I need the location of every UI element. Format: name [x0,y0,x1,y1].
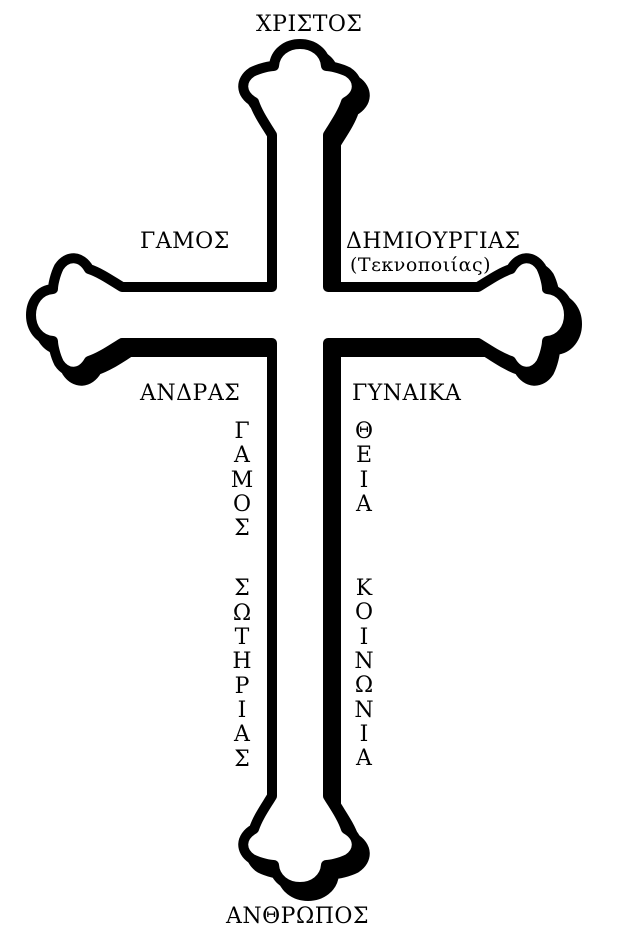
vertical-letter: Σ [234,516,250,542]
vertical-letter: Ι [237,697,247,723]
vertical-letter: Α [234,443,250,469]
vertical-letter: Α [356,746,372,772]
word-gap [349,517,379,577]
vertical-letter: Α [234,722,250,748]
word-gap [227,541,257,577]
vertical-letter: Ι [359,624,369,650]
vertical-letter: Θ [354,419,374,444]
vertical-letter: Ω [232,600,252,626]
vertical-letter: Κ [355,576,373,602]
vertical-letter: Ι [359,721,369,747]
vertical-letter: Ω [354,673,374,699]
vertical-letter: Ο [232,491,252,517]
vertical-letter: Γ [234,419,250,444]
cross-outline [31,44,569,887]
vertical-letter: Τ [234,625,250,651]
label-creation: ΔΗΜΙΟΥΡΓΙΑΣ [346,229,521,254]
vertical-letter: Σ [234,746,250,772]
vertical-letter: Ι [359,467,369,493]
label-human: ΑΝΘΡΩΠΟΣ [226,904,369,929]
vertical-letter: Ν [354,697,374,723]
vertical-text-right: Θ Ε Ι Α Κ Ο Ι Ν Ω Ν Ι Α [349,419,379,772]
vertical-letter: Μ [230,467,254,493]
label-procreation: (Τεκνοποιίας) [350,254,492,276]
label-man: ΑΝΔΡΑΣ [140,381,241,406]
label-marriage: ΓΑΜΟΣ [140,229,230,254]
label-woman: ΓΥΝΑΙΚΑ [352,381,462,406]
vertical-text-left: Γ Α Μ Ο Σ Σ Ω Τ Η Ρ Ι Α Σ [227,419,257,772]
vertical-letter: Η [232,649,252,675]
vertical-letter: Σ [234,576,250,602]
vertical-letter: Ο [354,600,374,626]
vertical-letter: Α [356,491,372,517]
vertical-letter: Ρ [234,673,250,699]
vertical-letter: Ν [354,649,374,675]
label-christ: ΧΡΙΣΤΟΣ [256,12,363,37]
vertical-letter: Ε [355,443,373,469]
